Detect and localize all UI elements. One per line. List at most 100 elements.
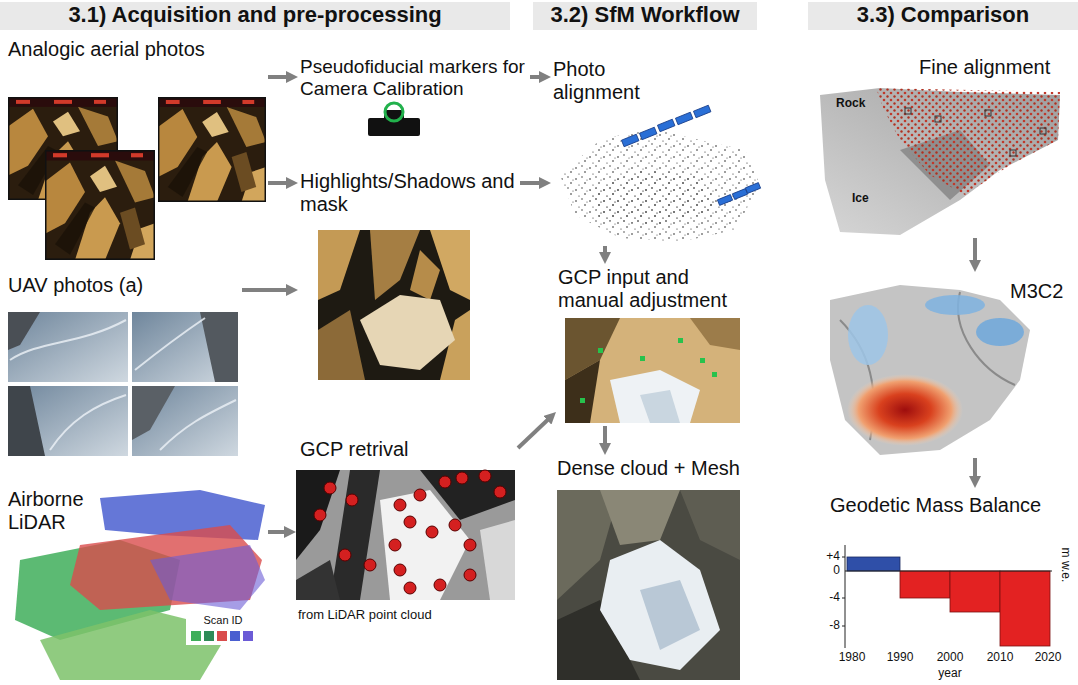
shadow-mask-photo bbox=[318, 230, 470, 380]
gcp-hillshade bbox=[296, 470, 515, 600]
section-title: 3.3) Comparison bbox=[808, 2, 1078, 28]
fine-alignment-cloud bbox=[985, 110, 991, 116]
gcp-hillshade bbox=[439, 476, 451, 488]
camera-marker-icon bbox=[368, 103, 420, 136]
flow-arrow bbox=[268, 530, 288, 534]
sparse-point-cloud bbox=[560, 105, 761, 242]
lidar-swaths bbox=[191, 631, 201, 641]
mass-balance-chart bbox=[842, 545, 1052, 648]
sparse-point-cloud bbox=[693, 105, 710, 117]
gcp-hillshade bbox=[404, 582, 416, 594]
mass-balance-chart bbox=[950, 571, 1000, 612]
fine-alignment-cloud bbox=[820, 88, 1060, 235]
uav-photo-tiles bbox=[160, 400, 236, 450]
gcp-hillshade bbox=[404, 516, 416, 528]
uav-photo-tiles bbox=[8, 312, 128, 382]
uav-photo-tiles bbox=[8, 386, 128, 456]
dense-cloud-mesh bbox=[600, 540, 720, 670]
m3c2-difference-map bbox=[830, 285, 1030, 455]
uav-photo-tiles bbox=[135, 318, 205, 370]
dense-cloud-mesh bbox=[557, 490, 740, 680]
flow-arrow bbox=[242, 288, 290, 292]
legend-title: Scan ID bbox=[190, 614, 256, 627]
gcp-hillshade bbox=[434, 579, 446, 591]
mass-balance-chart bbox=[842, 557, 845, 626]
gcp-input-photo bbox=[565, 360, 600, 423]
sparse-point-cloud bbox=[657, 119, 674, 131]
axis-title: m w.e. bbox=[1058, 540, 1072, 590]
gcp-input-photo bbox=[712, 372, 717, 377]
gcp-hillshade bbox=[449, 519, 461, 531]
lidar-swaths bbox=[217, 631, 227, 641]
aerial-photo-stack bbox=[8, 97, 266, 260]
aerial-photo-stack bbox=[158, 97, 266, 202]
flow-arrow bbox=[973, 238, 977, 264]
shadow-mask-photo bbox=[318, 230, 470, 380]
gcp-input-photo bbox=[690, 318, 740, 350]
m3c2-difference-map bbox=[925, 295, 985, 315]
section-header: 3.1) Acquisition and pre-processing bbox=[0, 2, 510, 30]
uav-photo-tiles bbox=[132, 386, 238, 456]
uav-photo-tiles bbox=[132, 312, 238, 382]
axis-tick: 2010 bbox=[978, 651, 1022, 665]
mass-balance-chart bbox=[847, 557, 900, 571]
flow-arrow bbox=[530, 75, 543, 79]
flow-arrow bbox=[268, 181, 290, 185]
fine-alignment-cloud bbox=[905, 108, 1046, 156]
gcp-hillshade bbox=[479, 470, 491, 482]
axis-tick: -8 bbox=[812, 619, 840, 633]
step-label: UAV photos (a) bbox=[8, 274, 228, 297]
axis-tick: +4 bbox=[812, 550, 840, 564]
lidar-swaths bbox=[186, 611, 258, 645]
gcp-hillshade bbox=[324, 482, 336, 494]
gcp-hillshade bbox=[380, 490, 470, 600]
gcp-input-photo bbox=[678, 338, 683, 343]
uav-photo-tiles bbox=[8, 312, 238, 456]
gcp-hillshade bbox=[296, 560, 340, 600]
section-header: 3.2) SfM Workflow bbox=[533, 2, 757, 30]
aerial-photo-stack bbox=[45, 150, 155, 260]
process-step: Highlights/Shadows and mask bbox=[298, 168, 520, 382]
process-step: Pseudofiducial markers for Camera Calibr… bbox=[298, 54, 530, 138]
process-step: Analogic aerial photos bbox=[6, 36, 268, 262]
m3c2-difference-map bbox=[847, 374, 963, 446]
shadow-mask-photo bbox=[410, 250, 440, 300]
process-step: Photo alignment bbox=[551, 56, 763, 246]
step-label: Analogic aerial photos bbox=[8, 38, 258, 61]
camera-marker-icon bbox=[385, 103, 403, 121]
section-title: 3.2) SfM Workflow bbox=[533, 2, 757, 28]
fine-alignment-cloud bbox=[935, 116, 941, 122]
flow-arrow bbox=[518, 418, 550, 448]
mass-balance-chart bbox=[842, 598, 845, 599]
gcp-hillshade bbox=[296, 470, 340, 560]
fine-alignment-cloud bbox=[905, 108, 911, 114]
gcp-hillshade bbox=[464, 539, 476, 551]
sparse-point-cloud bbox=[675, 112, 692, 124]
fine-alignment-cloud bbox=[1040, 128, 1046, 134]
gcp-input-photo bbox=[580, 398, 585, 403]
gcp-input-photo bbox=[700, 358, 705, 363]
gcp-hillshade bbox=[339, 549, 351, 561]
gcp-hillshade bbox=[296, 470, 515, 600]
process-step: GCP input and manual adjustment bbox=[556, 264, 756, 426]
dense-cloud-mesh bbox=[640, 580, 700, 650]
gcp-hillshade bbox=[480, 520, 515, 600]
step-note: from LiDAR point cloud bbox=[298, 608, 498, 623]
mass-balance-chart bbox=[842, 626, 845, 627]
shadow-mask-photo bbox=[360, 295, 455, 370]
axis-tick: -4 bbox=[812, 591, 840, 605]
sparse-point-cloud bbox=[560, 128, 760, 242]
sparse-point-cloud bbox=[717, 195, 732, 206]
section-title: 3.1) Acquisition and pre-processing bbox=[0, 2, 510, 28]
gcp-hillshade bbox=[314, 509, 326, 521]
gcp-input-photo bbox=[565, 318, 740, 423]
dense-cloud-mesh bbox=[600, 490, 680, 545]
process-step: Airborne LiDAR bbox=[6, 486, 268, 682]
process-step: Fine alignment bbox=[816, 52, 1066, 238]
lidar-swaths bbox=[230, 631, 240, 641]
flow-arrow bbox=[603, 246, 607, 256]
dense-cloud-mesh bbox=[557, 490, 740, 680]
